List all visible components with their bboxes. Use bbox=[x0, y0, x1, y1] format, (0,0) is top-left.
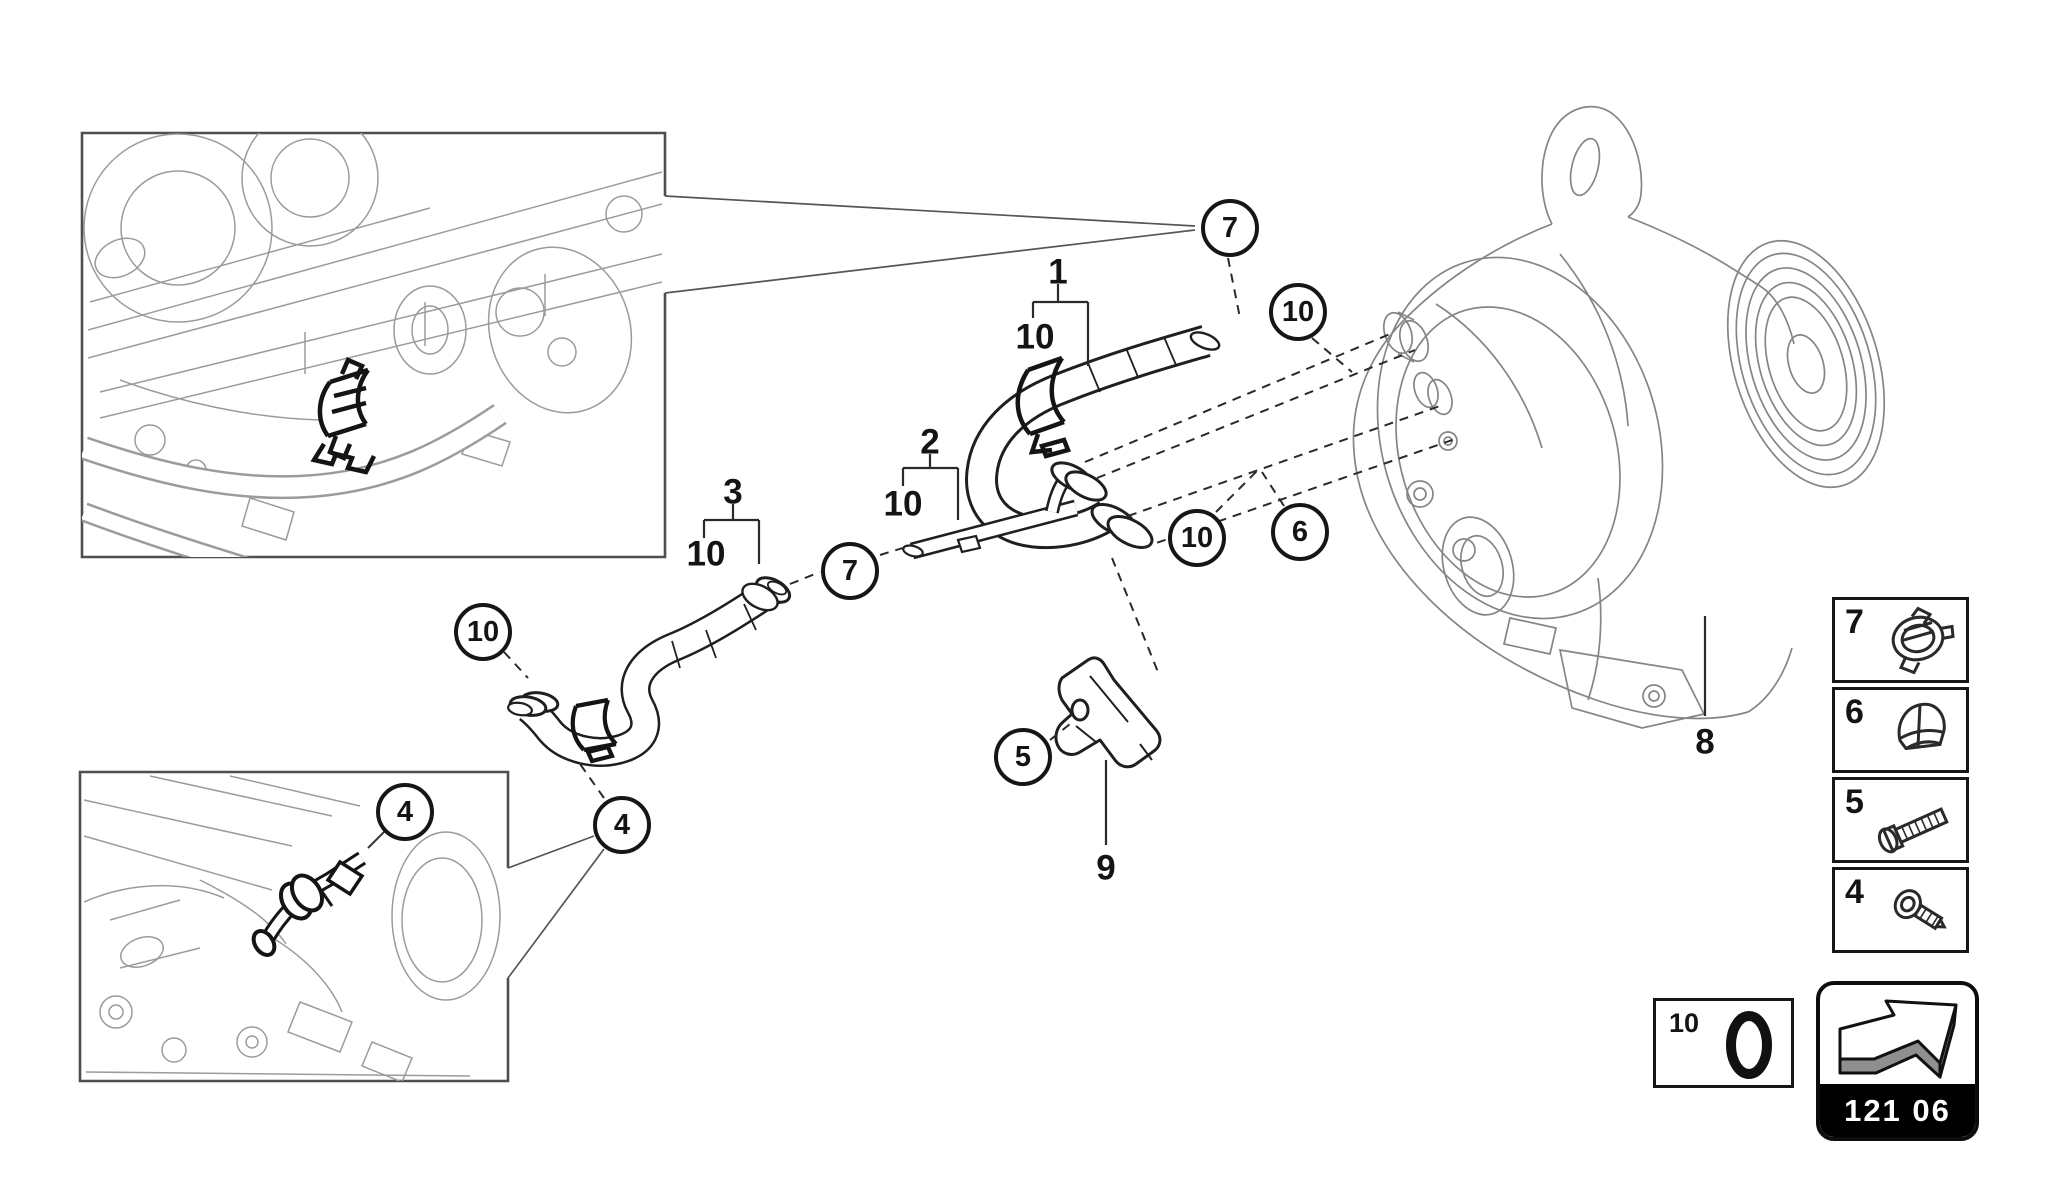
qty-label-10-0: 10 bbox=[1015, 317, 1055, 357]
legend-item-bolt: 5 bbox=[1832, 777, 1969, 863]
part-label-3: 3 bbox=[723, 472, 743, 512]
cap-nut-icon bbox=[1876, 691, 1960, 770]
label-bracket-lines bbox=[702, 284, 1707, 845]
inset-top-left-box bbox=[80, 131, 667, 559]
hose-part-1 bbox=[965, 325, 1221, 550]
hose-clamp-icon bbox=[1876, 601, 1960, 680]
screw-icon bbox=[1876, 871, 1960, 950]
bracket-part-9 bbox=[1054, 656, 1162, 769]
callout-circle-10-1[interactable]: 10 bbox=[1269, 283, 1327, 341]
inset-bottom-left-box bbox=[78, 770, 510, 1083]
legend-number: 7 bbox=[1845, 603, 1864, 641]
hose-assembly-drawing bbox=[507, 325, 1221, 769]
spring-clamp-on-hose-1 bbox=[1015, 355, 1072, 459]
callout-circle-7-4[interactable]: 7 bbox=[821, 542, 879, 600]
callout-circle-6-3[interactable]: 6 bbox=[1271, 503, 1329, 561]
installed-clamp-highlight bbox=[310, 357, 377, 475]
hose-part-3 bbox=[507, 576, 792, 767]
part-label-2: 2 bbox=[920, 422, 940, 462]
legend-number: 4 bbox=[1845, 873, 1864, 911]
o-ring-icon bbox=[1726, 1011, 1772, 1079]
oring-legend-box: 10 bbox=[1653, 998, 1794, 1088]
legend-item-screw: 4 bbox=[1832, 867, 1969, 953]
installed-sensor-highlight bbox=[251, 851, 367, 957]
callout-circle-10-2[interactable]: 10 bbox=[1168, 509, 1226, 567]
next-diagram-arrow-icon bbox=[1838, 999, 1958, 1079]
alternator-drawing bbox=[1352, 105, 1886, 729]
part-label-9: 9 bbox=[1096, 848, 1116, 888]
legend-number: 6 bbox=[1845, 693, 1864, 731]
callout-circle-4-7[interactable]: 4 bbox=[593, 796, 651, 854]
qty-label-10-1: 10 bbox=[883, 484, 923, 524]
bolt-icon bbox=[1868, 781, 1960, 860]
qty-label-10-2: 10 bbox=[686, 534, 726, 574]
part-label-1: 1 bbox=[1048, 252, 1068, 292]
callout-circle-10-5[interactable]: 10 bbox=[454, 603, 512, 661]
callout-circle-4-8[interactable]: 4 bbox=[376, 783, 434, 841]
inset-top-left-engine-art bbox=[82, 133, 663, 557]
inset-bottom-left-engine-art bbox=[83, 775, 501, 1081]
legend-item-clamp: 7 bbox=[1832, 597, 1969, 683]
pipe-part-2 bbox=[902, 461, 1108, 560]
page-code: 121 06 bbox=[1820, 1084, 1975, 1137]
inset-leader-lines bbox=[507, 195, 1196, 979]
fastener-legend-panel: 7 6 bbox=[1832, 597, 1969, 957]
callout-circle-5-6[interactable]: 5 bbox=[994, 728, 1052, 786]
legend-item-cap-nut: 6 bbox=[1832, 687, 1969, 773]
part-label-8: 8 bbox=[1695, 722, 1715, 762]
section-nav-box[interactable]: 121 06 bbox=[1816, 981, 1979, 1141]
oring-number: 10 bbox=[1669, 1008, 1700, 1038]
dashed-leader-lines bbox=[503, 257, 1459, 799]
legend-number: 5 bbox=[1845, 783, 1864, 821]
callout-circle-7-0[interactable]: 7 bbox=[1201, 199, 1259, 257]
